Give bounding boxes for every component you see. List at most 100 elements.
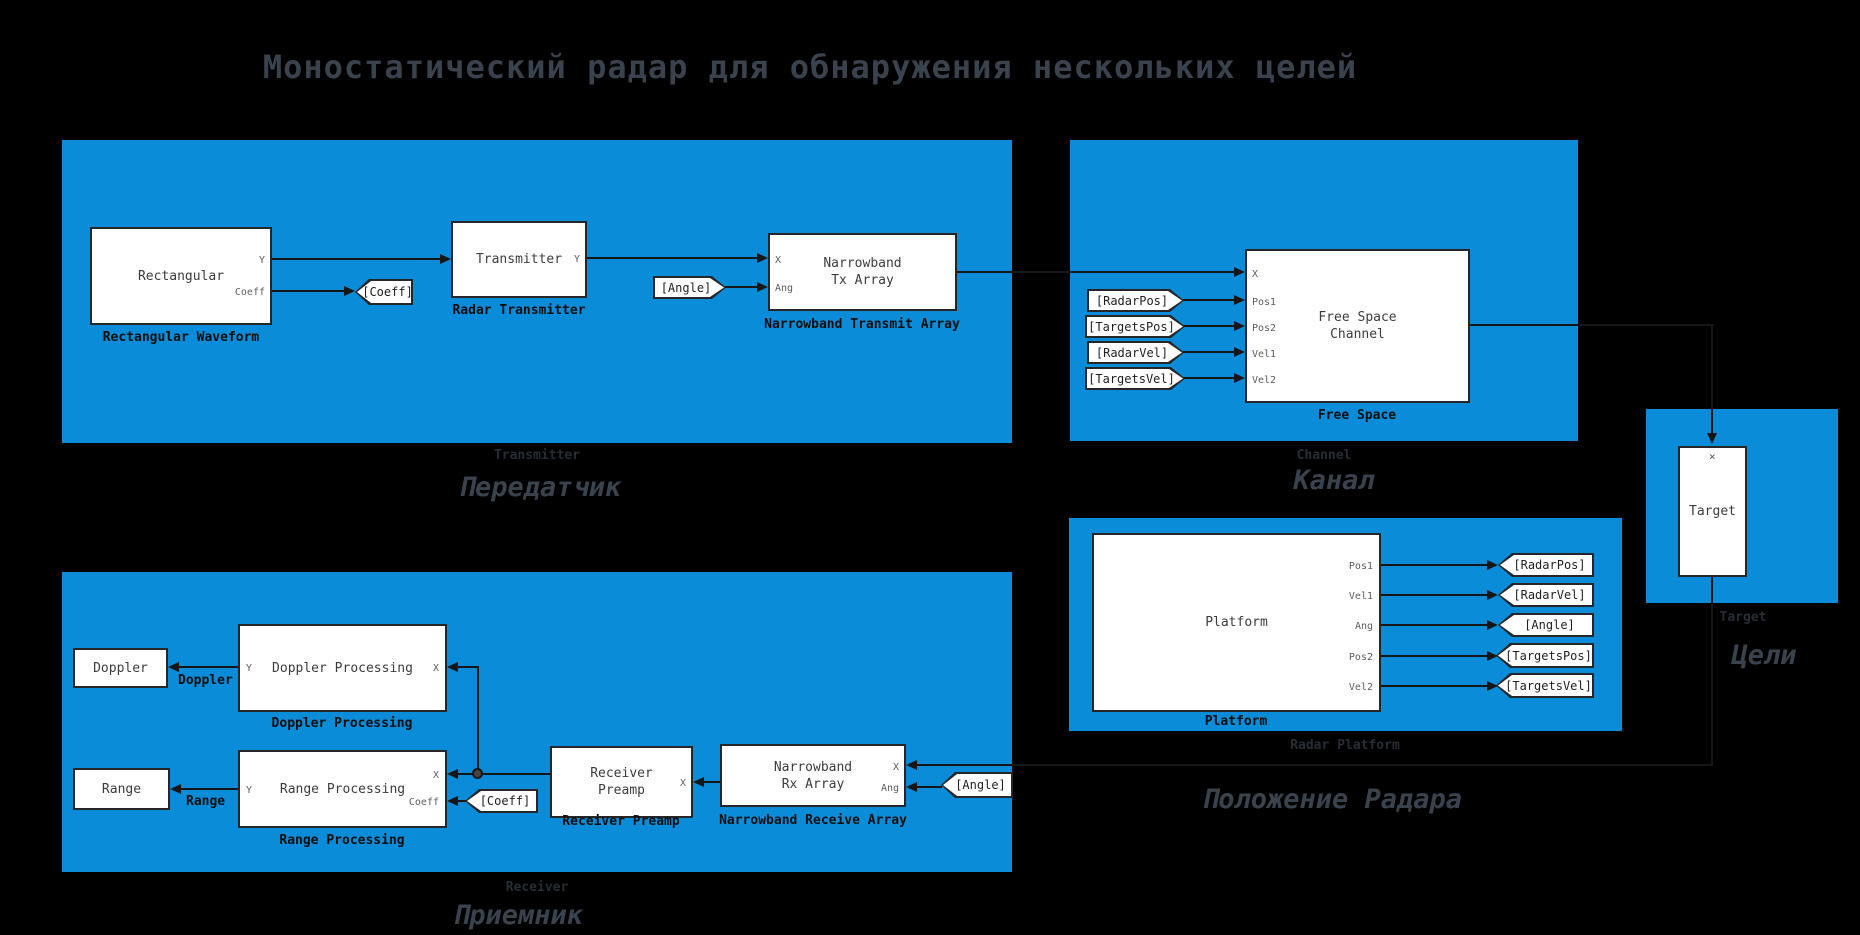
arrowhead (440, 254, 451, 264)
block-doppler-display[interactable]: Doppler (73, 648, 168, 688)
goto-tag-radarpos[interactable]: [RadarPos] (1498, 553, 1594, 577)
arrowhead (1487, 681, 1498, 691)
wire[interactable] (1381, 594, 1491, 596)
tag-label: [RadarVel] (1095, 345, 1169, 360)
region-receiver[interactable] (62, 572, 1012, 872)
wire[interactable] (587, 257, 762, 259)
block-doppler-processing[interactable]: Doppler Processing Y X (238, 624, 447, 712)
block-text: Preamp (598, 783, 645, 798)
label-radar-platform-ru: Положение Радара (1201, 784, 1463, 815)
from-tag-radarvel[interactable]: [RadarVel] (1087, 341, 1184, 364)
tag-label: [Coeff] (362, 285, 413, 299)
block-text: Rx Array (781, 776, 845, 792)
annotation-transmitter: Transmitter (493, 448, 581, 463)
block-range-processing[interactable]: Range Processing Y X Coeff (238, 750, 447, 828)
arrowhead (1487, 560, 1498, 570)
wire[interactable] (451, 666, 478, 668)
port-pos2: Pos2 (1348, 652, 1373, 663)
arrowhead (447, 662, 458, 672)
tag-label: [TargetsPos] (1505, 648, 1592, 663)
block-name-free-space: Free Space (1317, 408, 1397, 423)
arrowhead (757, 253, 768, 263)
block-rectangular-waveform[interactable]: Rectangular Y Coeff (90, 227, 272, 325)
wire[interactable] (451, 800, 466, 802)
wire[interactable] (1470, 324, 1714, 326)
wire[interactable] (910, 786, 942, 788)
from-tag-targetspos[interactable]: [TargetsPos] (1085, 315, 1185, 338)
wire-label-range: Range (186, 794, 226, 809)
wire[interactable] (1381, 655, 1491, 657)
goto-tag-targetsvel[interactable]: [TargetsVel] (1496, 673, 1594, 698)
block-free-space-channel[interactable]: Free Space Channel X Pos1 Pos2 Vel1 Vel2 (1245, 249, 1470, 403)
label-receiver-ru: Приемник (452, 900, 584, 931)
wire[interactable] (957, 271, 1239, 273)
goto-tag-radarvel[interactable]: [RadarVel] (1498, 583, 1594, 607)
block-narrowband-tx-array[interactable]: Narrowband Tx Array X Ang (768, 233, 957, 311)
wire[interactable] (697, 781, 721, 783)
port-y: Y (573, 254, 580, 265)
arrowhead (1234, 295, 1245, 305)
wire[interactable] (1711, 577, 1713, 766)
port-pos1: Pos1 (1348, 561, 1373, 572)
wire[interactable] (1183, 299, 1239, 301)
from-tag-angle-rx[interactable]: [Angle] (941, 772, 1013, 798)
block-target[interactable]: Target × (1678, 446, 1747, 577)
block-radar-transmitter[interactable]: Transmitter Y (451, 221, 587, 298)
port-y: Y (246, 785, 253, 796)
wire[interactable] (1183, 377, 1239, 379)
wire[interactable] (1381, 564, 1491, 566)
arrowhead (1234, 373, 1245, 383)
goto-tag-targetspos[interactable]: [TargetsPos] (1496, 643, 1594, 668)
wire[interactable] (1381, 624, 1491, 626)
port-ang: Ang (775, 283, 794, 294)
wire[interactable] (910, 764, 1712, 766)
label-target-ru: Цели (1731, 640, 1797, 671)
wire[interactable] (1381, 685, 1491, 687)
wire[interactable] (1183, 351, 1239, 353)
wire-label-doppler: Doppler (178, 673, 233, 688)
wire[interactable] (272, 258, 445, 260)
arrowhead (170, 784, 181, 794)
block-text: Channel (1330, 327, 1385, 342)
wire[interactable] (272, 290, 349, 292)
wire[interactable] (172, 666, 239, 668)
arrowhead (906, 760, 917, 770)
arrowhead (168, 662, 179, 672)
block-text: Rectangular (137, 268, 225, 284)
arrowhead (447, 769, 458, 779)
label-channel-ru: Канал (1293, 465, 1375, 496)
block-text: Target (1689, 504, 1736, 519)
arrowhead (1487, 620, 1498, 630)
arrowhead (1234, 321, 1245, 331)
goto-tag-angle[interactable]: [Angle] (1498, 613, 1594, 637)
block-text: Platform (1205, 615, 1268, 630)
wire-junction[interactable] (472, 768, 483, 779)
port-x: X (775, 255, 782, 266)
tag-label: [RadarVel] (1513, 588, 1586, 602)
block-narrowband-rx-array[interactable]: Narrowband Rx Array X Ang (720, 744, 906, 807)
wire[interactable] (1711, 324, 1713, 442)
from-tag-targetsvel[interactable]: [TargetsVel] (1085, 367, 1185, 390)
wire[interactable] (1183, 325, 1239, 327)
block-platform[interactable]: Platform Pos1 Vel1 Ang Pos2 Vel2 (1092, 533, 1381, 712)
wire[interactable] (725, 286, 762, 288)
from-tag-radarpos[interactable]: [RadarPos] (1087, 289, 1184, 312)
block-range-display[interactable]: Range (73, 768, 170, 810)
block-text: Free Space (1318, 310, 1397, 325)
from-tag-coeff[interactable]: [Coeff] (465, 789, 538, 813)
wire[interactable] (451, 773, 551, 775)
from-tag-angle-tx[interactable]: [Angle] (653, 276, 726, 299)
block-text: Range Processing (279, 781, 406, 797)
block-name-radar-transmitter: Radar Transmitter (452, 303, 586, 318)
port-coeff: Coeff (408, 797, 439, 808)
block-name-doppler-processing: Doppler Processing (271, 716, 413, 731)
tag-label: [Angle] (660, 280, 712, 295)
block-receiver-preamp[interactable]: Receiver Preamp X (550, 746, 693, 818)
block-text: Transmitter (475, 252, 563, 267)
goto-tag-coeff[interactable]: [Coeff] (355, 279, 413, 305)
port-ang: Ang (1354, 621, 1373, 632)
arrowhead (1707, 433, 1717, 444)
wire[interactable] (477, 666, 479, 775)
wire[interactable] (174, 788, 239, 790)
